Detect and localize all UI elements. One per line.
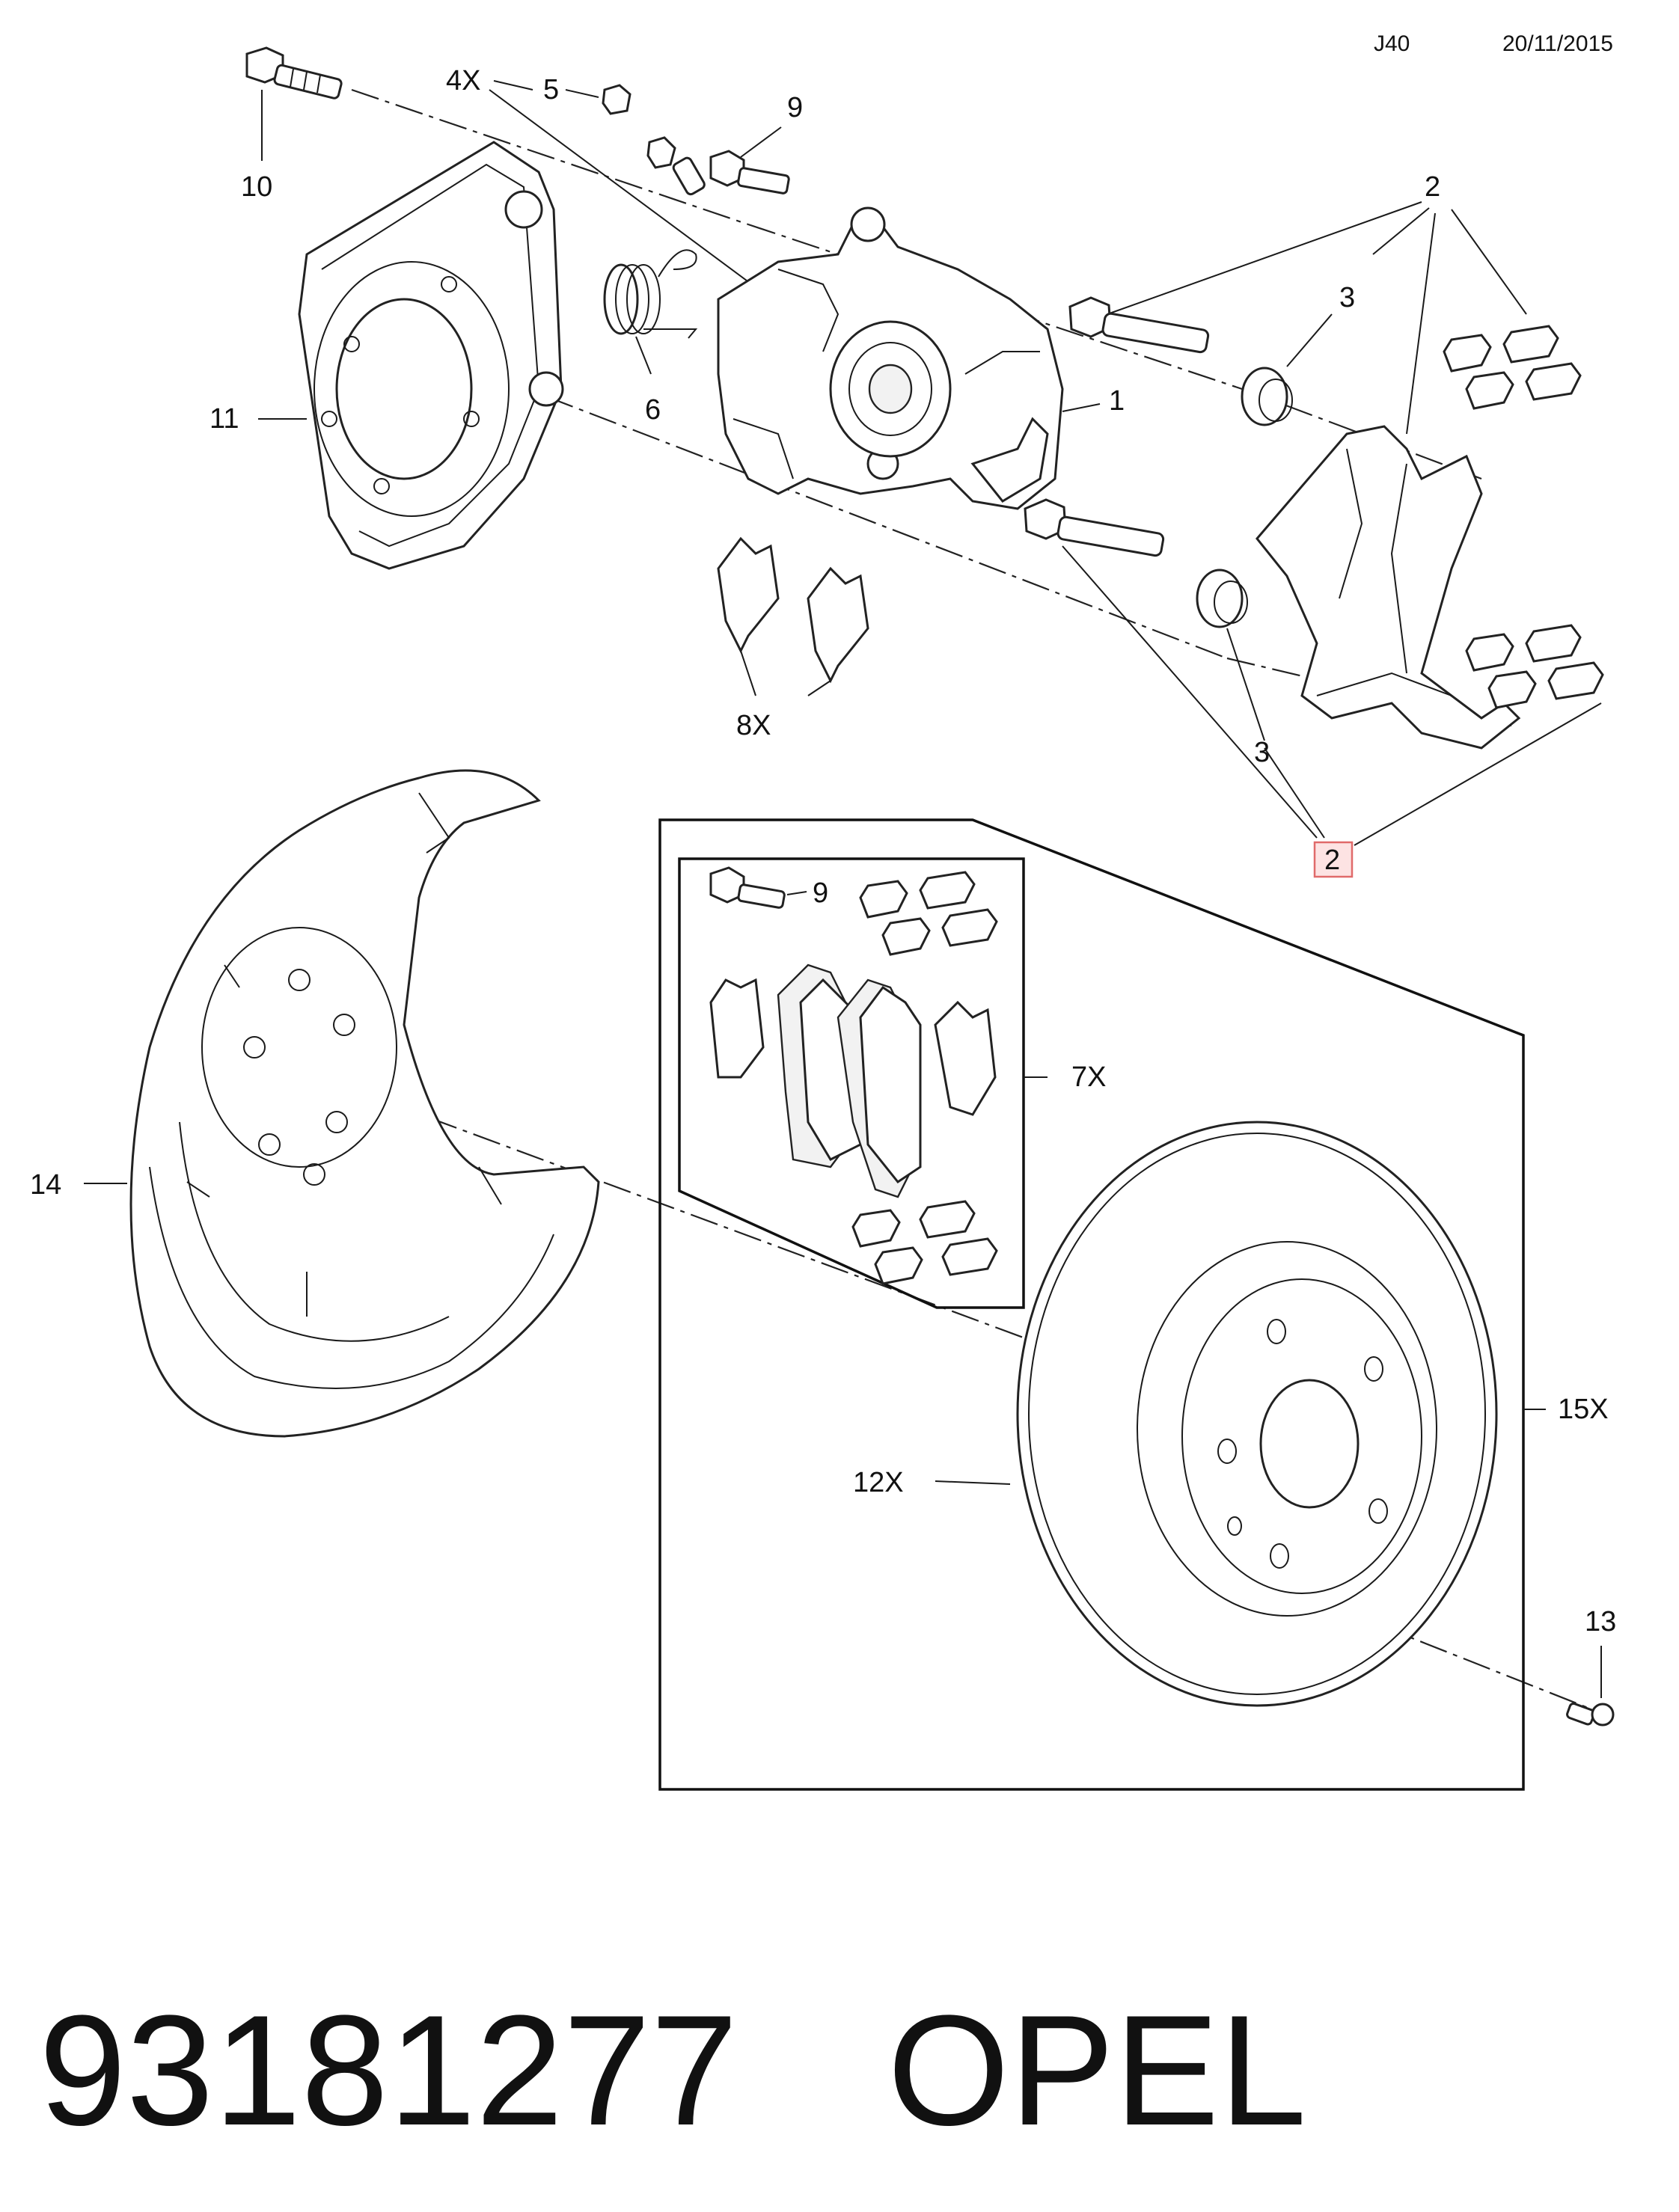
guide-pin-upper	[1068, 296, 1210, 354]
carrier-bracket	[1256, 425, 1521, 750]
callout-12x: 12X	[853, 1467, 904, 1498]
dust-shield-14	[129, 769, 600, 1438]
callout-4x: 4X	[446, 65, 480, 96]
callout-11: 11	[210, 403, 239, 435]
pad-clips-kit-bottom	[851, 1200, 998, 1285]
diagram-date: 20/11/2015	[1502, 31, 1613, 56]
boot-3-top	[1241, 367, 1293, 426]
bolt-10	[245, 46, 343, 99]
shims-8x	[717, 536, 869, 684]
callout-3-bottom: 3	[1254, 737, 1270, 768]
page-code: J40	[1374, 31, 1410, 56]
callout-8x: 8X	[736, 710, 771, 741]
kit-box-15x	[658, 818, 1525, 1791]
boot-3-bottom	[1196, 569, 1248, 628]
callout-2-top: 2	[1425, 171, 1440, 203]
backing-plate-11	[298, 141, 564, 570]
callout-2-highlight	[1313, 841, 1354, 878]
bolt-9-top	[709, 150, 790, 194]
callout-6: 6	[645, 394, 661, 426]
callout-7x: 7X	[1071, 1061, 1106, 1093]
callout-10: 10	[241, 171, 272, 203]
callout-13: 13	[1585, 1606, 1616, 1637]
part-number: 93181277	[39, 1982, 738, 2158]
pad-clips-bottom	[1465, 624, 1604, 709]
callout-9-top: 9	[787, 92, 803, 123]
pad-clips-kit-top	[859, 871, 998, 956]
bleeder-cap-5	[602, 84, 631, 115]
guide-pin-lower	[1024, 498, 1165, 557]
brand-name: OPEL	[887, 1982, 1306, 2158]
bolt-9-kit	[709, 866, 786, 909]
callout-1: 1	[1109, 385, 1125, 417]
pad-kit-box-7x	[678, 857, 1025, 1309]
callout-9-kit: 9	[813, 877, 828, 909]
rotor-screw-13	[1566, 1702, 1615, 1727]
caliper-1	[717, 206, 1064, 510]
callout-15x: 15X	[1558, 1394, 1609, 1425]
brake-pads-kit	[709, 963, 997, 1198]
spring-6	[603, 249, 698, 339]
callout-14: 14	[30, 1169, 61, 1201]
callout-2-bottom: 2	[1324, 845, 1340, 876]
bleeder-screw-4x	[646, 136, 706, 196]
callout-5: 5	[543, 74, 559, 105]
brake-rotor-12x	[1016, 1121, 1498, 1707]
pad-clips-top	[1443, 325, 1582, 410]
callout-3-top: 3	[1339, 282, 1355, 313]
